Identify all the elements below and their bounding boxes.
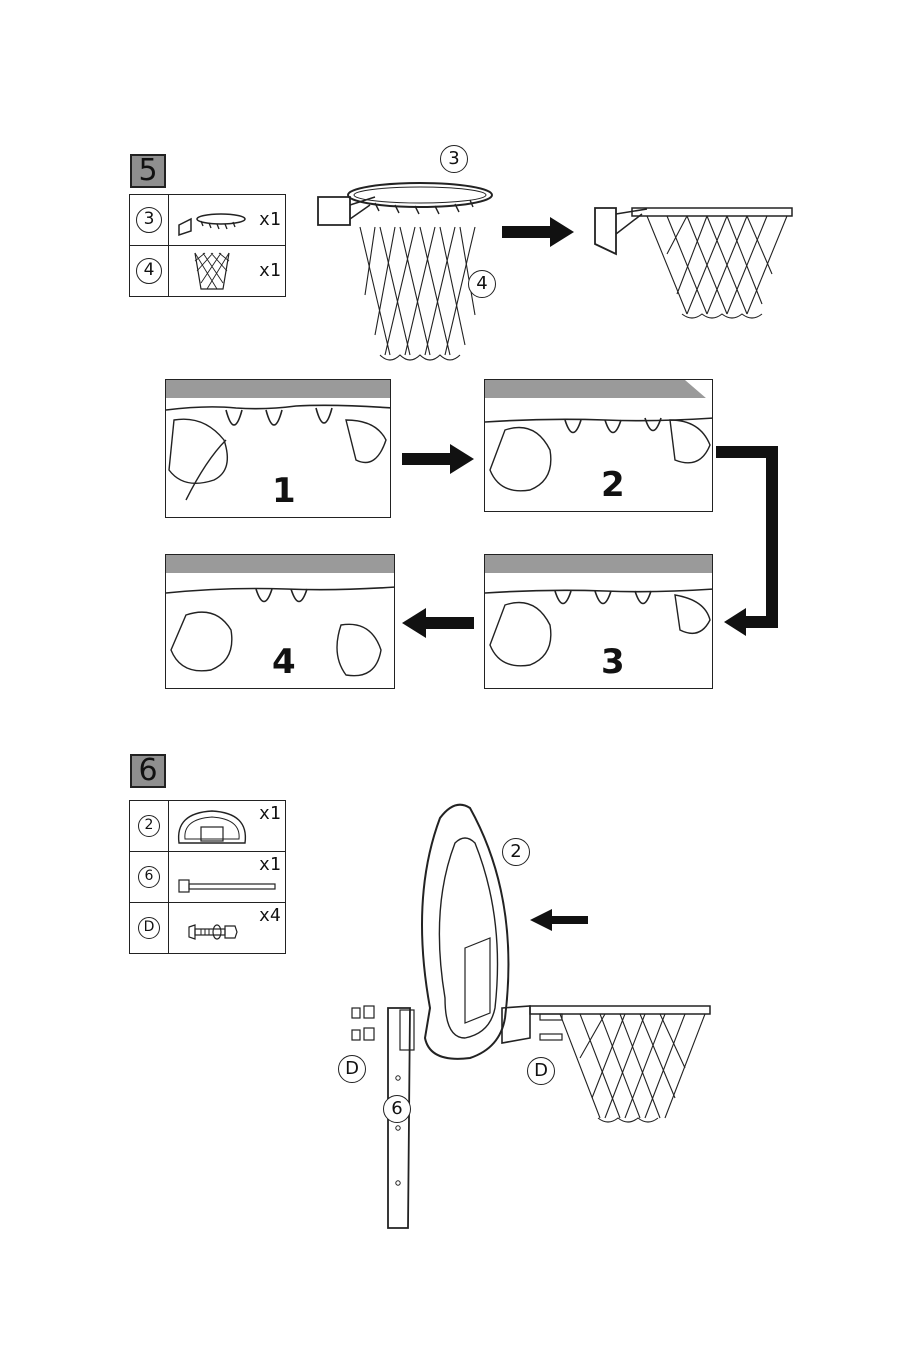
arrow-left-icon: [402, 608, 482, 638]
callout-bolts-right: D: [527, 1057, 555, 1085]
part-id: 2: [138, 815, 160, 837]
arrow-left-icon: [530, 909, 590, 931]
step-6-parts-table: 2 x1 6 x1 D: [129, 800, 286, 954]
part-qty: x4: [259, 905, 281, 926]
hands-threading-illustration: [485, 380, 713, 512]
hands-threading-illustration: [485, 555, 713, 689]
part-qty: x1: [259, 803, 281, 824]
panel-number: 2: [601, 465, 625, 505]
panel-number: 1: [272, 471, 296, 511]
arrow-right-icon: [502, 217, 582, 247]
part-id: 3: [136, 207, 162, 233]
assembled-rim-illustration: [592, 204, 802, 324]
backboard-icon: [175, 807, 249, 847]
step-5-parts-table: 3 x1 4 x1: [129, 194, 286, 297]
parts-row: 4 x1: [130, 246, 286, 297]
backboard-assembly-illustration: [330, 798, 730, 1238]
instruction-panel-4: 4: [165, 554, 395, 689]
callout-bolts-left: D: [338, 1055, 366, 1083]
instruction-panel-1: 1: [165, 379, 391, 518]
part-id: D: [138, 917, 160, 939]
parts-row: D x4: [130, 903, 286, 954]
instruction-panel-2: 2: [484, 379, 713, 512]
part-qty: x1: [259, 209, 281, 230]
step-6-badge: 6: [130, 754, 166, 788]
part-id: 6: [138, 866, 160, 888]
part-qty: x1: [259, 260, 281, 281]
callout-pole: 6: [383, 1095, 411, 1123]
bolt-set-icon: [187, 923, 247, 943]
parts-row: 3 x1: [130, 195, 286, 246]
part-id: 4: [136, 258, 162, 284]
panel-number: 4: [272, 642, 296, 682]
callout-rim: 3: [440, 145, 468, 173]
part-qty: x1: [259, 854, 281, 875]
parts-row: 6 x1: [130, 852, 286, 903]
step-5-badge: 5: [130, 154, 166, 188]
net-icon: [193, 249, 233, 293]
callout-net: 4: [468, 270, 496, 298]
pole-icon: [179, 878, 279, 898]
arrow-bent-icon: [716, 446, 786, 636]
arrow-right-icon: [402, 444, 482, 474]
callout-backboard: 2: [502, 838, 530, 866]
parts-row: 2 x1: [130, 801, 286, 852]
panel-number: 3: [601, 642, 625, 682]
rim-icon: [177, 205, 247, 235]
instruction-panel-3: 3: [484, 554, 713, 689]
